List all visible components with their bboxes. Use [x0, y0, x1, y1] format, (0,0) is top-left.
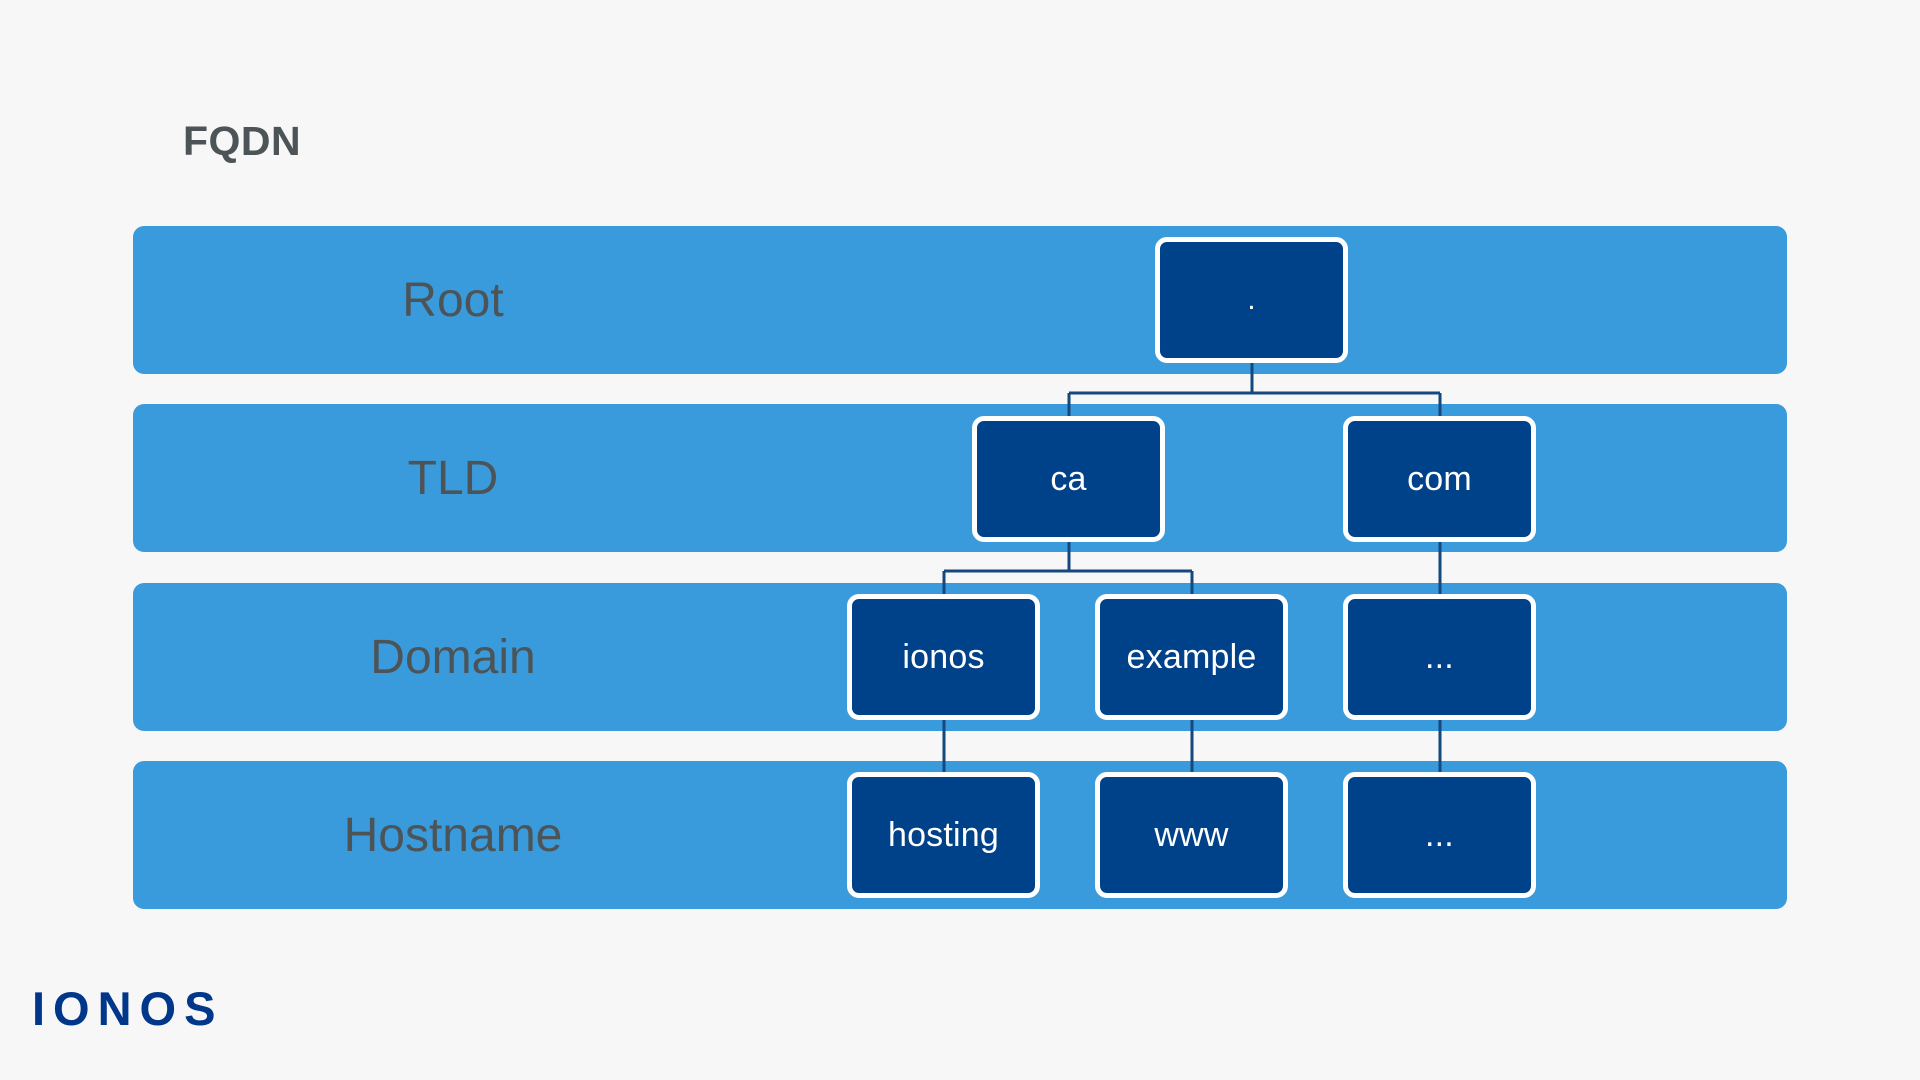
node-domain-ionos[interactable]: ionos — [847, 594, 1040, 720]
node-tld-ca[interactable]: ca — [972, 416, 1165, 542]
row-label-tld: TLD — [407, 451, 499, 505]
row-band-tld: TLD — [133, 404, 1787, 552]
node-domain-example[interactable]: example — [1095, 594, 1288, 720]
row-label-domain: Domain — [370, 630, 536, 684]
node-domain-more[interactable]: ... — [1343, 594, 1536, 720]
row-band-root: Root — [133, 226, 1787, 374]
node-hostname-more[interactable]: ... — [1343, 772, 1536, 898]
ionos-logo: IONOS — [32, 982, 224, 1035]
node-hostname-www[interactable]: www — [1095, 772, 1288, 898]
page-title: FQDN — [183, 118, 302, 164]
node-tld-com[interactable]: com — [1343, 416, 1536, 542]
node-hostname-hosting[interactable]: hosting — [847, 772, 1040, 898]
node-root[interactable]: . — [1155, 237, 1348, 363]
row-label-root: Root — [402, 273, 504, 327]
row-label-hostname: Hostname — [343, 808, 563, 862]
